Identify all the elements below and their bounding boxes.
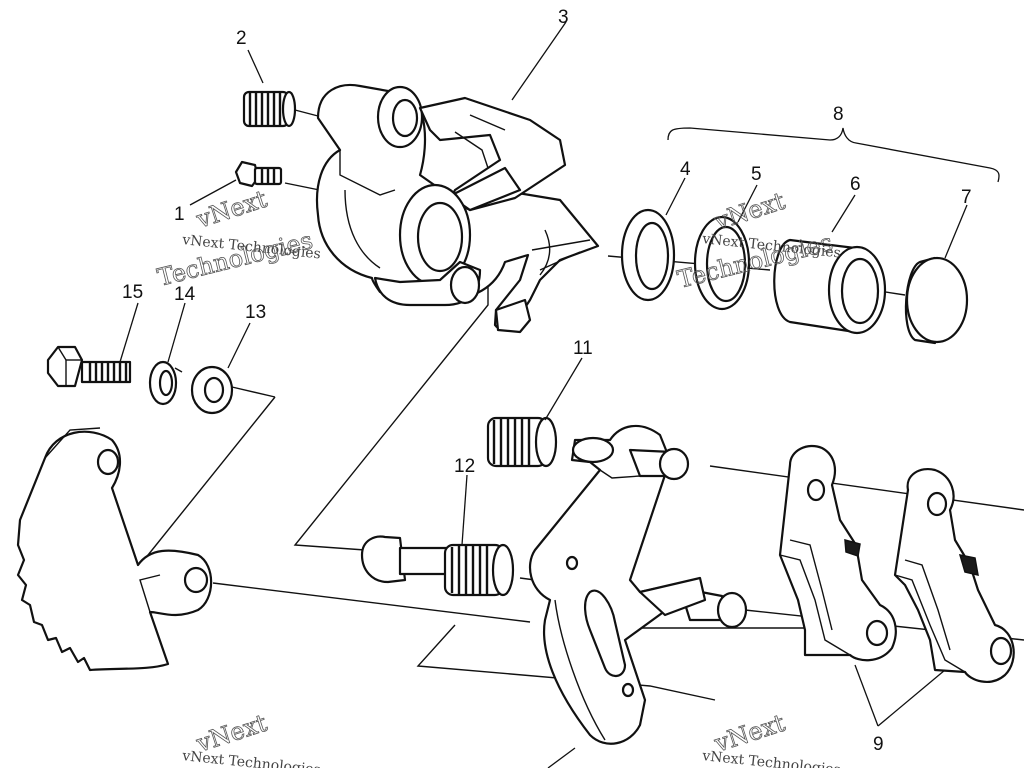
watermark-top-left: vNext vNext Technologies Technologies [154, 184, 321, 292]
bleeder-screw-1 [234, 160, 283, 188]
watermark-bottom-left: vNext vNext Technologies [181, 708, 322, 773]
callout-15: 15 [122, 282, 143, 303]
bushing-2 [242, 90, 319, 128]
callout-8: 8 [833, 104, 844, 125]
mounting-bracket [528, 424, 748, 745]
svg-text:vNext Technologies: vNext Technologies [181, 748, 322, 768]
lock-washer-14 [148, 360, 183, 406]
seal-ring-4 [620, 208, 676, 302]
hex-bolt-15 [46, 345, 132, 388]
callout-11: 11 [573, 338, 593, 359]
knuckle-bracket [16, 427, 213, 672]
callout-2: 2 [236, 28, 247, 49]
callout-7: 7 [961, 187, 972, 208]
svg-text:vNext: vNext [710, 187, 788, 236]
callout-9: 9 [873, 734, 884, 755]
cap-7 [904, 256, 969, 345]
callout-4: 4 [680, 159, 691, 180]
brake-pad-9b [893, 467, 1015, 683]
callout-14: 14 [174, 284, 196, 305]
caliper-body-3 [315, 84, 600, 334]
svg-text:vNext: vNext [192, 185, 270, 234]
callout-1: 1 [174, 204, 185, 225]
slide-pin-12 [360, 535, 515, 597]
svg-text:vNext Technologies: vNext Technologies [701, 748, 842, 768]
svg-text:Technologies: Technologies [155, 226, 316, 292]
dust-seal-5 [693, 215, 751, 311]
watermark-bottom-right: vNext vNext Technologies [701, 708, 842, 773]
callout-5: 5 [751, 164, 762, 185]
callout-3: 3 [558, 7, 569, 28]
callout-12: 12 [454, 456, 475, 477]
callout-6: 6 [850, 174, 861, 195]
piston-6 [773, 238, 887, 335]
callout-labels: 1 2 3 4 5 6 7 8 9 11 12 13 14 15 [122, 7, 972, 755]
brake-pad-9a [778, 444, 897, 662]
flat-washer-13 [190, 365, 234, 415]
callout-13: 13 [245, 302, 266, 323]
bushing-11 [486, 416, 558, 468]
leader-lines [119, 21, 1000, 769]
